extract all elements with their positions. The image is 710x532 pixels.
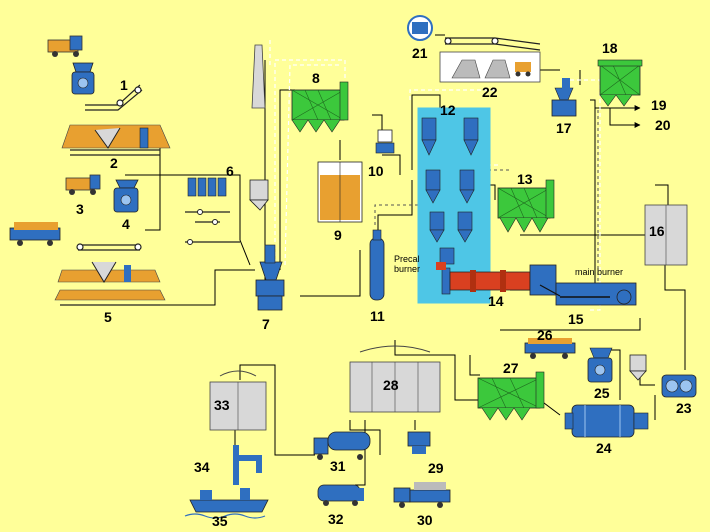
label-31: 31	[330, 458, 346, 474]
label-5: 5	[104, 309, 112, 325]
ship-35	[184, 488, 269, 519]
label-17: 17	[556, 120, 572, 136]
coal-mill-17	[551, 78, 577, 117]
label-34: 34	[194, 459, 210, 475]
precal-burner-label-line1: Precal	[394, 254, 420, 264]
cyclone-11	[369, 229, 385, 301]
bulk-tanker-32	[317, 484, 364, 506]
packer-29	[407, 431, 431, 454]
label-23: 23	[676, 400, 692, 416]
label-30: 30	[417, 512, 433, 528]
label-15: 15	[568, 311, 584, 327]
coal-filter-18	[597, 59, 643, 107]
raw-meal-silo-9	[317, 161, 363, 223]
stockpile-5	[54, 261, 166, 306]
label-10: 10	[368, 163, 384, 179]
label-2: 2	[110, 155, 118, 171]
crusher-4	[113, 179, 139, 213]
label-19: 19	[651, 97, 667, 113]
hopper-25b	[629, 354, 647, 381]
bag-filter-27	[477, 371, 545, 421]
label-11: 11	[370, 308, 385, 324]
label-12: 12	[440, 102, 456, 118]
label-20: 20	[655, 117, 671, 133]
limestone-truck-1	[47, 35, 83, 57]
crusher-1	[71, 62, 95, 95]
chimney	[251, 44, 266, 109]
annotations: Precal burner main burner	[394, 254, 623, 277]
clay-truck-5	[9, 222, 61, 246]
label-4: 4	[122, 216, 130, 232]
label-26: 26	[537, 327, 553, 343]
label-24: 24	[596, 440, 612, 456]
main-burner-label: main burner	[575, 267, 623, 277]
label-35: 35	[212, 513, 228, 529]
label-3: 3	[76, 201, 84, 217]
ball-mill-24	[564, 404, 649, 438]
batching-silos-6	[185, 177, 240, 245]
belt-conveyor-22	[444, 37, 541, 51]
label-7: 7	[262, 316, 270, 332]
ship-loader-34	[233, 445, 262, 485]
label-28: 28	[383, 377, 399, 393]
number-labels: 1 2 3 4 5 6 7 8 9 10 11 12 13 14 15 16 1…	[76, 40, 692, 529]
crusher-25	[587, 347, 613, 383]
clinker-silo-16	[644, 204, 688, 266]
stockpile-2	[61, 124, 171, 156]
label-13: 13	[517, 171, 533, 187]
label-22: 22	[482, 84, 498, 100]
label-29: 29	[428, 460, 444, 476]
label-18: 18	[602, 40, 618, 56]
gypsum-truck-26	[524, 338, 576, 359]
label-9: 9	[334, 227, 342, 243]
cement-silos-33	[209, 370, 267, 431]
coal-stockpile-22	[439, 51, 541, 83]
label-21: 21	[412, 45, 428, 61]
label-32: 32	[328, 511, 344, 527]
preheater-tower-12	[417, 107, 491, 304]
belt-conveyor-5a	[76, 243, 142, 251]
bag-truck-30	[393, 482, 451, 508]
label-14: 14	[488, 293, 504, 309]
feeder-hopper-6	[249, 179, 269, 211]
raw-mill-7	[255, 244, 285, 311]
label-1: 1	[120, 77, 128, 93]
truck-3	[65, 174, 101, 195]
label-33: 33	[214, 397, 230, 413]
bulk-tanker-31	[313, 431, 371, 460]
bag-filter-8	[291, 81, 349, 133]
crusher-23	[661, 374, 697, 398]
label-8: 8	[312, 70, 320, 86]
dashed-flow-lines-dark	[374, 110, 599, 301]
feeder-10	[375, 129, 395, 154]
bag-filter-13	[497, 179, 555, 233]
label-16: 16	[649, 223, 665, 239]
label-27: 27	[503, 360, 519, 376]
label-25: 25	[594, 385, 610, 401]
clinker-cooler-15	[529, 264, 637, 306]
motor-21	[407, 15, 433, 41]
cement-silos-28	[349, 345, 441, 413]
label-6: 6	[226, 163, 234, 179]
precal-burner-label-line2: burner	[394, 264, 420, 274]
belt-conveyor-1	[85, 84, 143, 111]
